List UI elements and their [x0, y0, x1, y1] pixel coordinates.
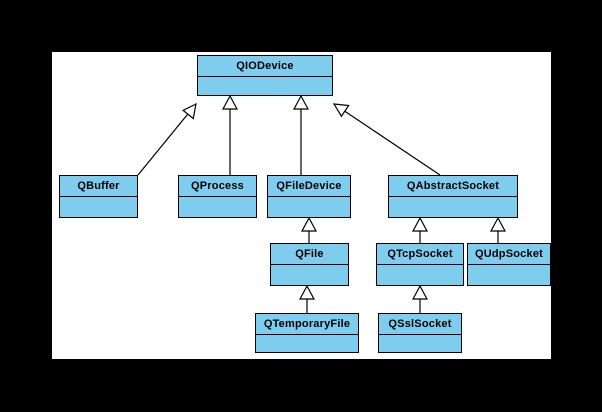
- arrowhead-qsslsocket: [411, 284, 429, 300]
- diagram-canvas: QIODevice QBuffer QProcess QFileDevice Q…: [52, 52, 551, 359]
- class-members-qudpsocket: [468, 265, 550, 285]
- arrowhead-qtcpsocket: [411, 216, 429, 232]
- class-box-qtcpsocket[interactable]: QTcpSocket: [376, 243, 464, 286]
- class-members-qfiledevice: [268, 197, 350, 217]
- class-box-qtemporaryfile[interactable]: QTemporaryFile: [255, 313, 359, 353]
- class-members-qsslsocket: [379, 335, 461, 352]
- class-name-qprocess: QProcess: [179, 176, 256, 197]
- class-name-qtemporaryfile: QTemporaryFile: [256, 314, 358, 335]
- class-box-qabstractsocket[interactable]: QAbstractSocket: [388, 175, 518, 218]
- edge-qbuffer-qiodevice: [137, 103, 197, 176]
- class-members-qabstractsocket: [389, 197, 517, 217]
- arrowhead-qtemporaryfile: [298, 284, 316, 300]
- class-members-qiodevice: [198, 77, 332, 95]
- arrowhead-qfiledevice: [292, 94, 310, 110]
- arrowhead-qudpsocket: [489, 216, 507, 232]
- class-members-qtemporaryfile: [256, 335, 358, 352]
- arrowhead-qfile: [300, 216, 318, 232]
- arrowhead-qabstractsocket: [332, 103, 350, 118]
- class-name-qsslsocket: QSslSocket: [379, 314, 461, 335]
- class-box-qudpsocket[interactable]: QUdpSocket: [467, 243, 551, 286]
- class-box-qiodevice[interactable]: QIODevice: [197, 55, 333, 96]
- edge-qabstractsocket-qiodevice: [333, 103, 441, 176]
- class-name-qfile: QFile: [271, 244, 348, 265]
- arrowhead-qbuffer: [182, 102, 197, 120]
- class-name-qfiledevice: QFileDevice: [268, 176, 350, 197]
- class-box-qfiledevice[interactable]: QFileDevice: [267, 175, 351, 218]
- class-box-qfile[interactable]: QFile: [270, 243, 349, 286]
- class-box-qbuffer[interactable]: QBuffer: [59, 175, 138, 218]
- class-members-qbuffer: [60, 197, 137, 217]
- class-name-qabstractsocket: QAbstractSocket: [389, 176, 517, 197]
- class-name-qbuffer: QBuffer: [60, 176, 137, 197]
- class-name-qtcpsocket: QTcpSocket: [377, 244, 463, 265]
- class-members-qprocess: [179, 197, 256, 217]
- class-box-qprocess[interactable]: QProcess: [178, 175, 257, 218]
- class-name-qiodevice: QIODevice: [198, 56, 332, 77]
- class-box-qsslsocket[interactable]: QSslSocket: [378, 313, 462, 353]
- arrowhead-qprocess: [221, 94, 239, 110]
- class-name-qudpsocket: QUdpSocket: [468, 244, 550, 265]
- class-members-qtcpsocket: [377, 265, 463, 285]
- class-members-qfile: [271, 265, 348, 285]
